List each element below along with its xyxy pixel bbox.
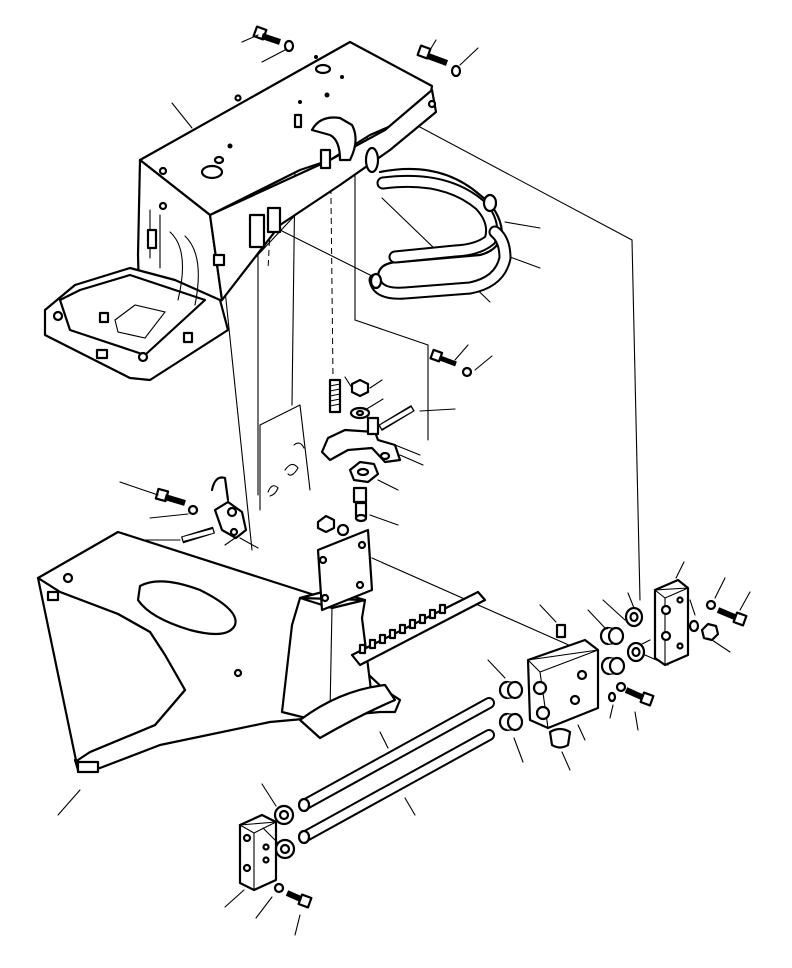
guide-rods: [297, 697, 495, 845]
adjust-rack: [350, 590, 487, 667]
seal-ring-icon: [273, 804, 295, 826]
washer-icon: [461, 366, 473, 378]
bolt-icon: [285, 890, 313, 909]
nut-icon: [348, 460, 380, 484]
seat-support-frame: [43, 40, 438, 382]
bolt-icon: [154, 487, 186, 506]
seal-ring-icon: [624, 606, 644, 628]
washer-icon: [705, 599, 717, 611]
bolt-icon: [624, 687, 655, 707]
knob-icon: [352, 486, 368, 523]
nut-icon: [316, 514, 336, 534]
washer-icon: [336, 523, 350, 537]
guide-rod-lower: [297, 729, 495, 845]
handle-grips: [368, 167, 512, 300]
bushing-icon: [498, 712, 524, 732]
latch-lever: [320, 416, 421, 464]
washer-icon: [450, 64, 462, 78]
bushings: [487, 599, 626, 763]
clip-bracket: [119, 442, 305, 549]
washer-icon: [187, 504, 199, 516]
washer-icon: [273, 882, 285, 894]
spring-icon: [328, 378, 342, 414]
bolt-icon: [429, 348, 457, 367]
washer-icon: [607, 691, 617, 703]
top-fasteners: [171, 25, 541, 269]
bushing-icon: [600, 656, 626, 676]
bolt-icon: [716, 607, 748, 627]
seal-ring-icon: [626, 641, 646, 663]
pin-icon: [180, 526, 216, 544]
washer-icon: [283, 39, 295, 53]
seals-left: [224, 783, 313, 936]
suspension-pedestal: [280, 514, 397, 740]
right-fasteners: [607, 577, 751, 731]
washer-icon: [349, 406, 371, 420]
slide-block-left: [238, 813, 278, 892]
bolt-icon: [416, 44, 449, 66]
carrier-block: [526, 604, 600, 771]
bolt-icon: [252, 25, 281, 45]
seal-ring-icon: [274, 838, 296, 860]
slide-block-right: [653, 561, 690, 667]
rack-teeth: [358, 603, 447, 655]
latch-mechanism: [320, 344, 493, 526]
nut-icon: [350, 378, 370, 398]
washer-icon: [615, 681, 627, 693]
washer-icon: [688, 619, 700, 633]
bushing-icon: [599, 626, 625, 646]
fitting-icon: [555, 623, 567, 639]
bushing-icon: [548, 727, 572, 749]
nut-icon: [700, 622, 720, 642]
bushing-icon: [498, 680, 524, 700]
pin-icon: [378, 405, 415, 431]
guide-rod-upper: [297, 697, 495, 813]
